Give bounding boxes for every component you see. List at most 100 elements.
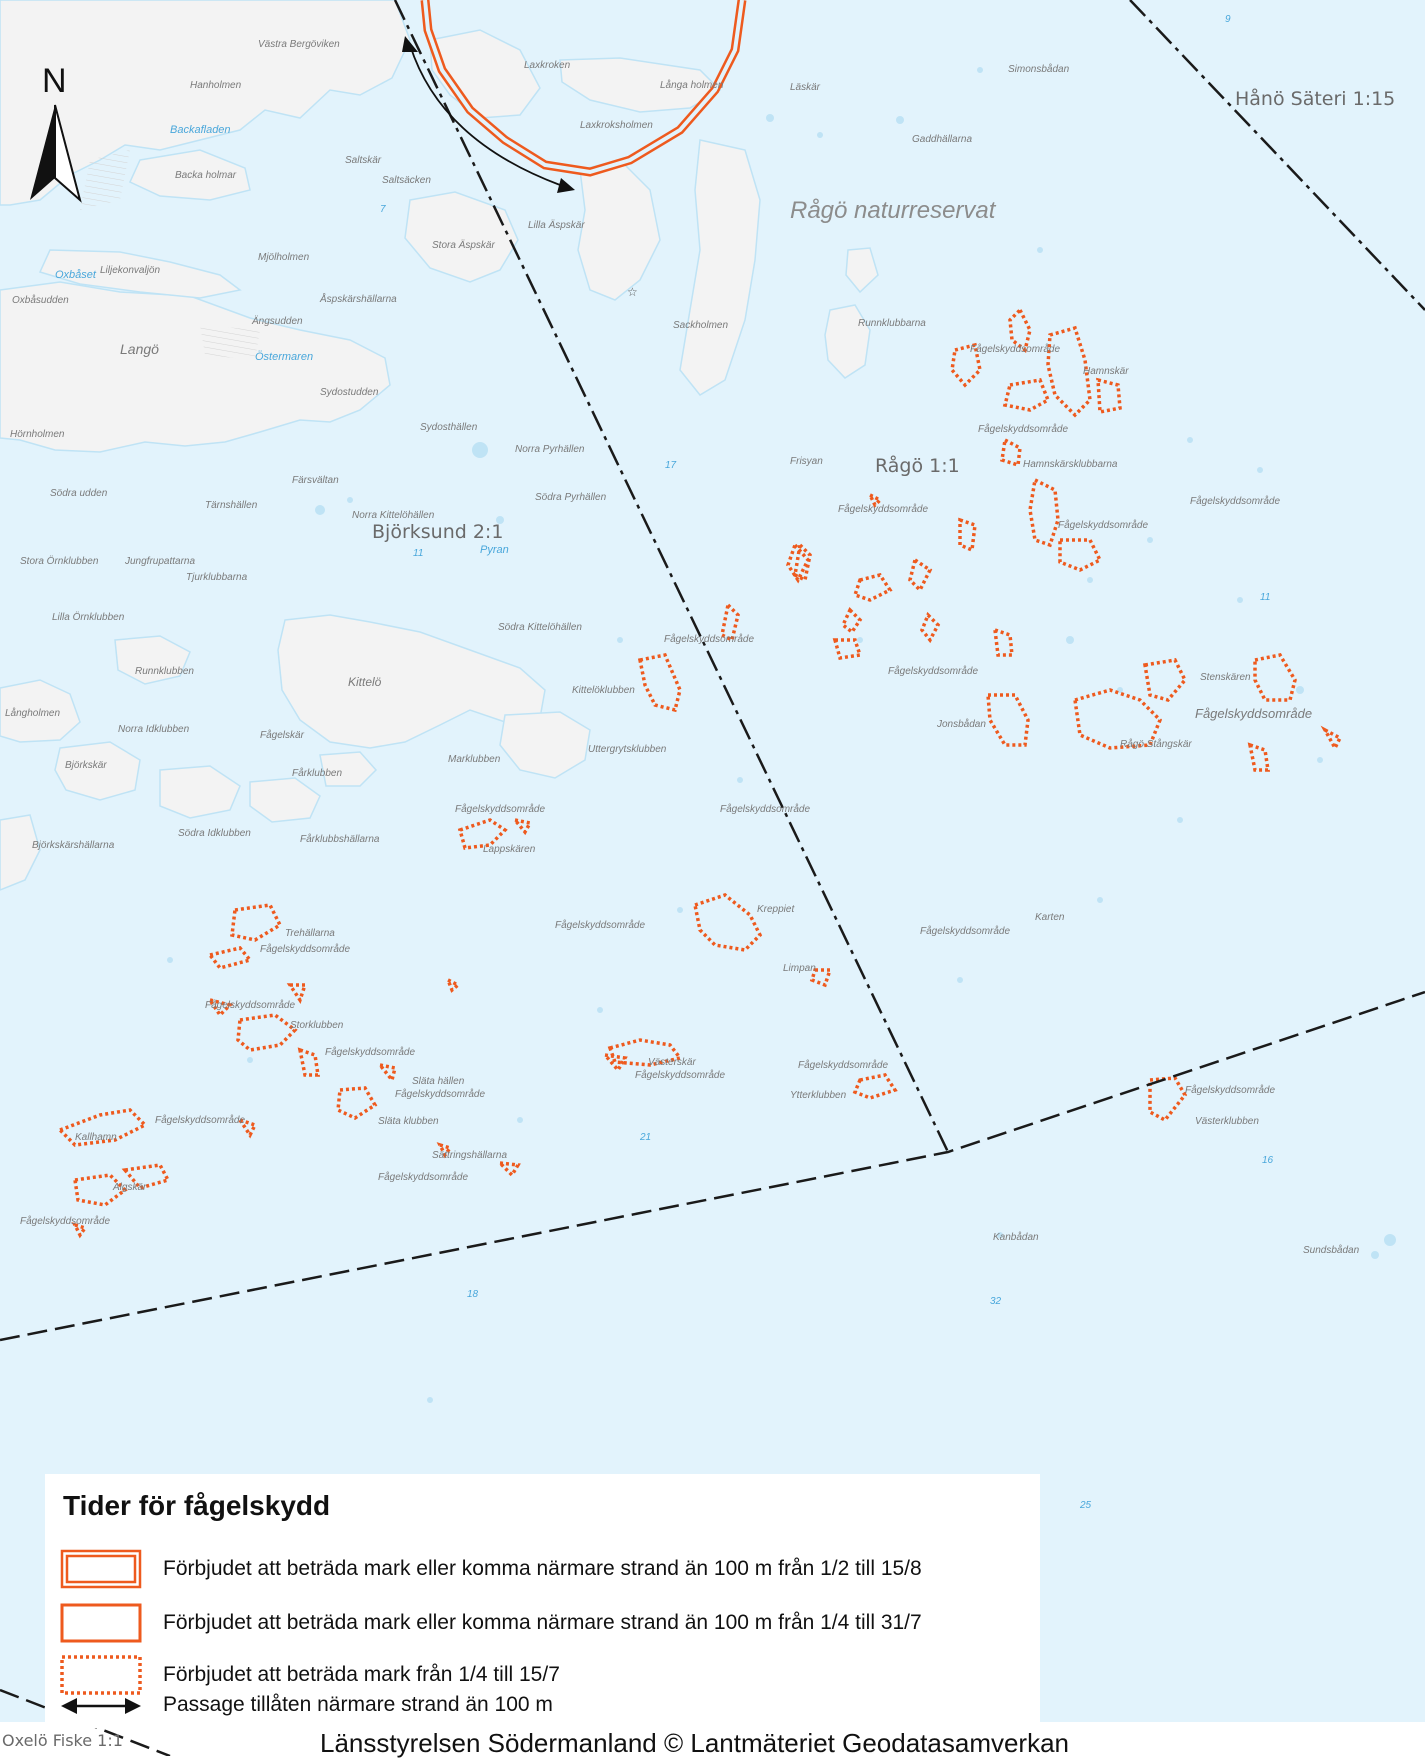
land-west-6 xyxy=(249,777,321,823)
place-label: Rågö Stångskär xyxy=(1120,738,1192,750)
legend-label: Förbjudet att beträda mark från 1/4 till… xyxy=(163,1663,560,1686)
place-label: Sättringshällarna xyxy=(432,1150,507,1161)
depth-label: 25 xyxy=(1079,1500,1092,1511)
place-label: Lilla Äspskär xyxy=(528,219,585,231)
place-label: Släta hällen xyxy=(412,1076,465,1087)
place-label: Fågelskyddsområde xyxy=(378,1171,468,1183)
dotted-box-icon xyxy=(60,1655,142,1695)
place-label: Frisyan xyxy=(790,456,823,467)
place-label: Fågelskyddsområde xyxy=(555,919,645,931)
place-label: Saltsäcken xyxy=(382,175,431,186)
place-label: Sundsbådan xyxy=(1303,1244,1360,1256)
depth-label: 9 xyxy=(1225,14,1231,25)
land-west-1 xyxy=(0,679,81,743)
place-label: Stenskären xyxy=(1200,672,1251,683)
place-label: Limpan xyxy=(783,963,816,974)
place-label: Släta klubben xyxy=(378,1116,439,1127)
place-label: Fågelskyddsområde xyxy=(1190,495,1280,507)
place-label: Tärnshällen xyxy=(205,500,258,511)
depth-label: 18 xyxy=(467,1289,479,1300)
place-label: Kallhamn xyxy=(75,1132,117,1143)
place-label: Hörnholmen xyxy=(10,429,65,440)
water-label: Backafladen xyxy=(170,124,231,136)
land-west-5 xyxy=(0,814,41,891)
property-label-bjorksund: Björksund 2:1 xyxy=(372,521,503,543)
place-label: Liljekonvaljön xyxy=(100,265,160,276)
place-label: Fågelskyddsområde xyxy=(325,1046,415,1058)
place-label: Långa holmen xyxy=(660,79,724,91)
place-label: Kittelö xyxy=(348,675,382,689)
place-label: Fågelskyddsområde xyxy=(260,943,350,955)
place-label: Kreppiet xyxy=(757,904,795,915)
land-lango xyxy=(0,281,391,453)
boundary-dash-dot-2 xyxy=(1129,0,1425,311)
single-line-box-icon xyxy=(60,1603,142,1643)
land-uttergryts xyxy=(499,711,591,779)
depth-label: 7 xyxy=(380,204,386,215)
land-stora-aspskar xyxy=(404,191,519,283)
place-label: Fågelskyddsområde xyxy=(395,1088,485,1100)
place-label: Hamnskärsklubbarna xyxy=(1023,459,1118,470)
place-label: Fågelskyddsområde xyxy=(888,665,978,677)
place-label: Sydosthällen xyxy=(420,422,478,433)
place-label: Långholmen xyxy=(5,707,60,719)
land-sackholmen xyxy=(679,139,761,396)
place-label: Jonsbådan xyxy=(936,718,986,730)
place-label: Björkskär xyxy=(65,760,107,771)
place-label: Fågelskyddsområde xyxy=(664,633,754,645)
reserve-label: Rågö naturreservat xyxy=(790,197,997,224)
place-label: Södra udden xyxy=(50,488,108,499)
place-label: Fågelskyddsområde xyxy=(1185,1084,1275,1096)
place-label: Jungfrupattarna xyxy=(124,556,195,567)
place-label: Fågelskyddsområde xyxy=(155,1114,245,1126)
legend-item: Förbjudet att beträda mark eller komma n… xyxy=(59,1602,1029,1644)
property-label-hano: Hånö Säteri 1:15 xyxy=(1235,87,1395,110)
place-label: Saltskär xyxy=(345,155,382,166)
skerries xyxy=(167,67,1396,1403)
place-label: Åspskärshällarna xyxy=(319,292,397,305)
map-credit: Länsstyrelsen Södermanland © Lantmäterie… xyxy=(320,1728,1070,1758)
place-label: Oxbåsudden xyxy=(12,294,69,306)
place-label: Karten xyxy=(1035,912,1065,923)
depth-label: 11 xyxy=(1260,592,1270,603)
depth-label: 16 xyxy=(1262,1155,1274,1166)
land-northwest xyxy=(0,0,411,206)
legend-item: Förbjudet att beträda mark eller komma n… xyxy=(59,1548,1029,1590)
legend-item: Passage tillåten närmare strand än 100 m xyxy=(59,1688,1029,1724)
place-label: Tjurklubbarna xyxy=(186,572,248,583)
property-label-rago: Rågö 1:1 xyxy=(875,454,960,477)
place-label: Södra Pyrhällen xyxy=(535,492,607,503)
bird-protection-areas xyxy=(56,307,1343,1239)
legend-title: Tider för fågelskydd xyxy=(63,1490,331,1521)
place-label: Färsvältan xyxy=(292,475,339,486)
protection-zone-double-inner xyxy=(423,0,744,175)
place-label: Simonsbådan xyxy=(1008,63,1070,75)
place-label: Fårklubben xyxy=(292,767,342,779)
place-label: Fågelskyddsområde xyxy=(1195,706,1312,721)
place-label: Hamnskär xyxy=(1083,366,1129,377)
depth-label: 11 xyxy=(413,548,423,559)
place-label: Runnklubben xyxy=(135,666,194,677)
double-arrow-icon xyxy=(61,1698,141,1714)
north-arrow-icon: N xyxy=(30,62,82,203)
land-west-7 xyxy=(319,751,378,787)
depth-label: 32 xyxy=(990,1296,1002,1307)
place-label: Stora Örnklubben xyxy=(20,555,99,567)
place-label: Västerskär xyxy=(648,1057,696,1068)
place-label: Laxkroken xyxy=(524,60,571,71)
place-labels: Västra Bergöviken Hanholmen Backa holmar… xyxy=(5,39,1360,1256)
legend-label: Förbjudet att beträda mark eller komma n… xyxy=(163,1557,922,1580)
land-kittelo xyxy=(277,614,546,749)
place-label: Björkskärshällarna xyxy=(32,840,115,851)
cliff-hatching-1 xyxy=(80,150,130,210)
legend-label: Förbjudet att beträda mark eller komma n… xyxy=(163,1611,922,1634)
place-label: Algskär xyxy=(112,1182,147,1193)
place-label: Storklubben xyxy=(290,1020,344,1031)
water-label: Oxbåset xyxy=(55,269,97,281)
place-label: Kanbådan xyxy=(993,1231,1039,1243)
place-label: Lilla Örnklubben xyxy=(52,611,125,623)
place-label: Fågelskyddsområde xyxy=(798,1059,888,1071)
place-label: Backa holmar xyxy=(175,170,237,181)
north-label: N xyxy=(42,62,67,100)
depth-label: 17 xyxy=(665,460,677,471)
